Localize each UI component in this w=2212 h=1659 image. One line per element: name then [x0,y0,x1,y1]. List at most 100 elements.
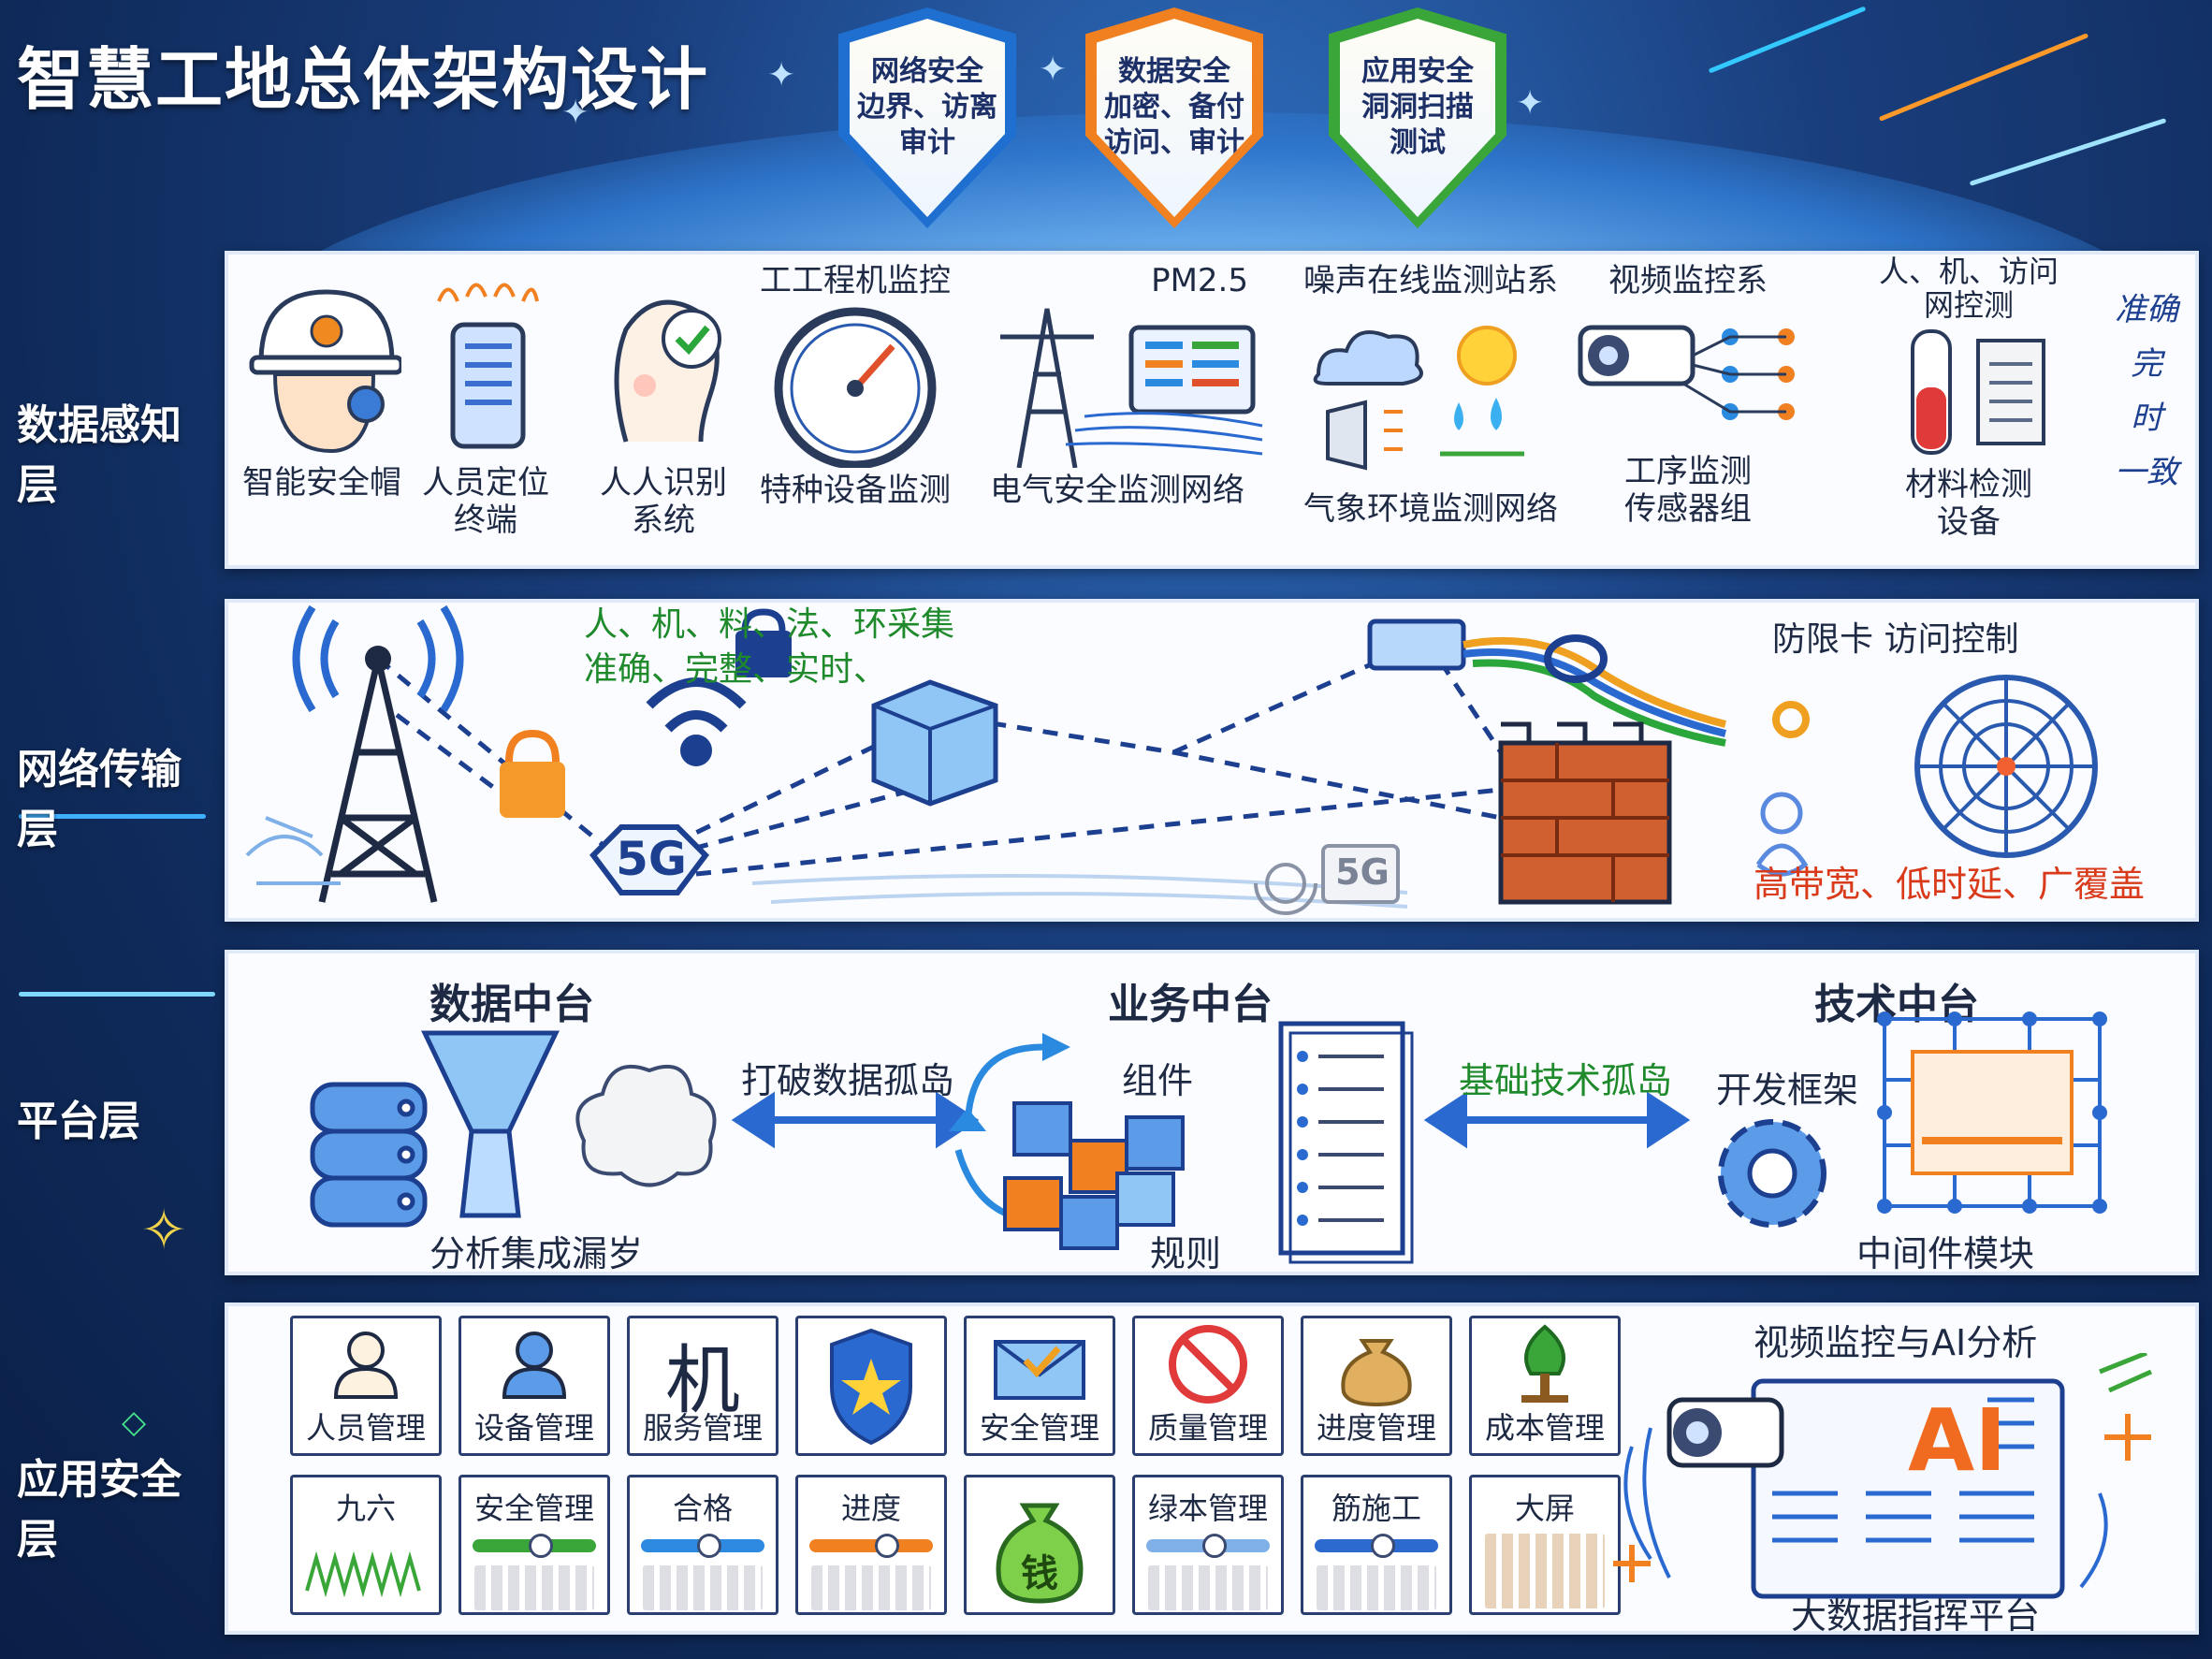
app-card-service[interactable]: 机 服务管理 [627,1316,779,1456]
progress-slider[interactable] [641,1534,764,1558]
wifi-icon [646,677,747,766]
shield-star-icon [830,1328,912,1446]
text-lines-placeholder [811,1565,931,1610]
perception-item: 智能安全帽 [238,273,406,502]
perception-caption: 人人识别 系统 [600,464,727,539]
sparkle-icon: ✦ [767,56,796,95]
slider-knob[interactable] [697,1534,721,1558]
perception-top-label: PM2.5 [1151,262,1248,299]
perception-item: PM2.5 电气安全监测网络 [958,262,1276,509]
ai-panel-title: 视频监控与AI分析 [1754,1322,2038,1363]
app-card-bottom[interactable]: 绿本管理 [1132,1475,1284,1615]
app-card-label: 人员管理 [305,1410,426,1446]
app-card-bottom[interactable]: 合格 [627,1475,779,1615]
firewall-icon [1498,721,1672,905]
weather-icon [1313,326,1524,471]
light-streak [19,992,215,997]
app-card-safety[interactable]: 安全管理 [964,1316,1115,1456]
app-card-top-label: 进度 [840,1491,901,1526]
plus-icon [2104,1414,2151,1461]
chain-link-icon [1463,634,1810,747]
components-label: 组件 [1122,1060,1194,1101]
app-card-personnel[interactable]: 人员管理 [290,1316,442,1456]
perception-top-label: 视频监控系 [1608,262,1768,299]
app-card-label: 设备管理 [473,1410,594,1446]
app-card-bottom[interactable]: 进度 [795,1475,947,1615]
sparkle-icon: ◇ [122,1404,147,1441]
sparkle-icon: ✦ [561,94,590,132]
app-card-label: 进度管理 [1316,1410,1436,1446]
app-card-quality[interactable]: 质量管理 [1132,1316,1284,1456]
dev-framework-label: 开发框架 [1716,1070,1859,1111]
app-card-top-label: 绿本管理 [1147,1491,1268,1526]
funnel-icon [421,1030,560,1218]
app-card-bottom[interactable]: 安全管理 [458,1475,610,1615]
sparkle-icon: ✦ [1516,84,1545,123]
slider-knob[interactable] [875,1534,899,1558]
light-streak [1878,33,2089,122]
ai-command-platform [1613,1353,2153,1599]
app-card-label: 质量管理 [1147,1410,1268,1446]
perception-item: 人、机、访问 网控测 材料检测 设备 [1856,255,2081,541]
machine-char-icon: 机 [665,1337,740,1424]
text-lines-placeholder [1485,1534,1605,1608]
ai-badge: AI [1908,1390,2007,1491]
slider-knob[interactable] [1371,1534,1395,1558]
double-arrow-icon [1423,1091,1691,1149]
app-card-label: 成本管理 [1484,1410,1605,1446]
perception-caption: 人员定位 终端 [422,464,549,539]
sensor-icon [1755,792,1809,877]
gear-icon [1718,1119,1826,1228]
app-card-shield[interactable] [795,1316,947,1456]
platform-layer-panel: 数据中台 业务中台 技术中台 [225,950,2199,1275]
sparkle-icon: ✧ [140,1198,188,1263]
layer-label-network: 网络传输层 [17,746,182,853]
app-card-bottom[interactable]: 大屏 [1469,1475,1621,1615]
power-tower-icon [1000,308,1263,469]
app-card-top-label: 九六 [335,1491,396,1526]
network-access-note: 防限卡 访问控制 [1772,620,2019,659]
slider-knob[interactable] [1202,1534,1227,1558]
app-card-cost[interactable]: 成本管理 [1469,1316,1621,1456]
envelope-check-icon [994,1340,1085,1400]
radar-icon [1914,675,2098,858]
camera-icon [1578,325,1795,420]
app-card-progress[interactable]: 进度管理 [1301,1316,1452,1456]
data-hub-title: 数据中台 [429,981,594,1028]
padlock-icon [500,729,565,818]
perception-item: 人员定位 终端 [415,273,556,539]
money-bag-icon [1341,1339,1412,1407]
app-card-money[interactable]: 钱 [964,1475,1115,1615]
phone-terminal-icon [437,283,539,449]
perception-item: 视频监控系 工序监测 传感器组 [1566,262,1810,528]
component-blocks-icon [1003,1101,1185,1250]
data-integration-caption: 分析集成漏岁 [429,1233,644,1274]
money-bag-green-icon [996,1503,1084,1604]
app-card-top-label: 合格 [672,1491,733,1526]
plus-icon [1613,1545,1651,1582]
rules-document-icon [1278,1021,1414,1264]
light-streak [1969,118,2167,186]
money-bag-text: 钱 [1021,1552,1058,1595]
app-card-label: 服务管理 [642,1410,763,1446]
app-card-equipment[interactable]: 设备管理 [458,1316,610,1456]
application-layer-panel: 人员管理 设备管理 机 服务管理 安全管理 质量管理 [225,1302,2199,1637]
middleware-label: 中间件模块 [1856,1233,2035,1274]
5g-label: 5G [616,832,687,886]
network-collection-note: 人、机、料、法、环采集 准确、完整、实时、 [584,605,955,689]
slider-knob[interactable] [529,1534,553,1558]
progress-slider[interactable] [1315,1534,1438,1558]
app-card-bottom[interactable]: 筋施工 [1301,1475,1452,1615]
progress-slider[interactable] [473,1534,596,1558]
rules-label: 规则 [1150,1233,1222,1274]
perception-layer-panel: 智能安全帽 人员定位 终端 人人识别 系统 工工程机监控 [225,251,2199,569]
progress-slider[interactable] [809,1534,933,1558]
app-card-bottom[interactable]: 九六 [290,1475,442,1615]
router-icon [1367,618,1466,671]
app-card-top-label: 大屏 [1514,1491,1575,1526]
perception-caption: 特种设备监测 [760,472,951,509]
tech-silos-label: 基础技术孤岛 [1459,1060,1673,1101]
progress-slider[interactable] [1146,1534,1270,1558]
framework-grid-icon [1877,1011,2107,1214]
5g-small-label: 5G [1335,851,1390,893]
